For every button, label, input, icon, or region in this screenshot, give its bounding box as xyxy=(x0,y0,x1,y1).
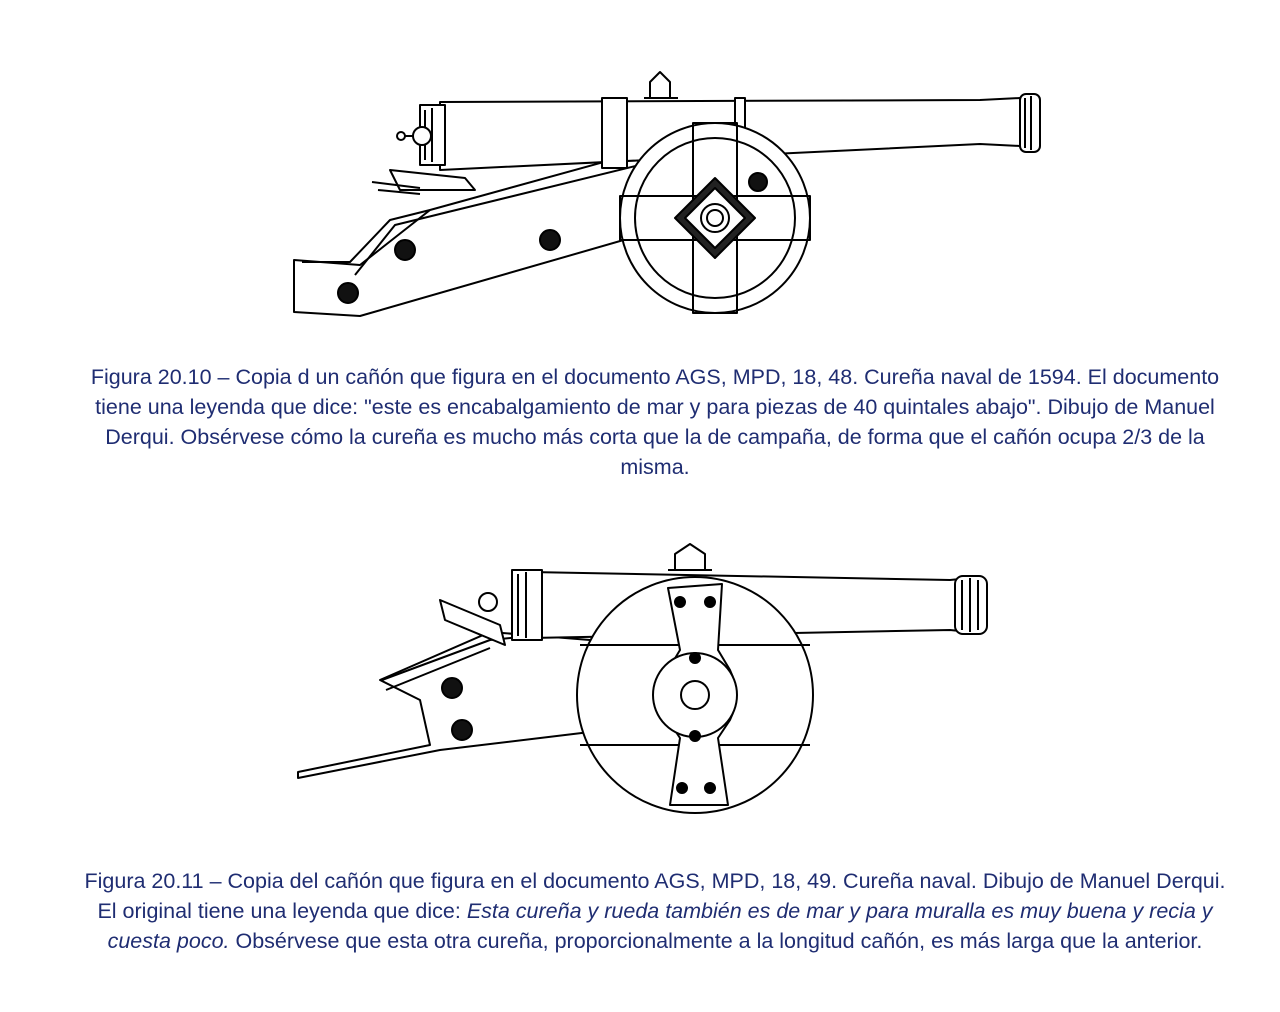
caption-text-start: Figura 20.11 – Copia del cañón que figur… xyxy=(84,869,1226,923)
figure-20-10-caption: Figura 20.10 – Copia d un cañón que figu… xyxy=(90,365,1220,479)
cannon-drawing-20-10 xyxy=(280,60,1060,330)
cannon-drawing-20-11 xyxy=(290,540,1010,825)
caption-text-end: Obsérvese que esta otra cureña, proporci… xyxy=(229,929,1203,953)
figure-20-11-caption: Figura 20.11 – Copia del cañón que figur… xyxy=(80,866,1230,956)
caption-quoted-legend: Esta cureña y rueda también es de mar y … xyxy=(107,899,1213,953)
